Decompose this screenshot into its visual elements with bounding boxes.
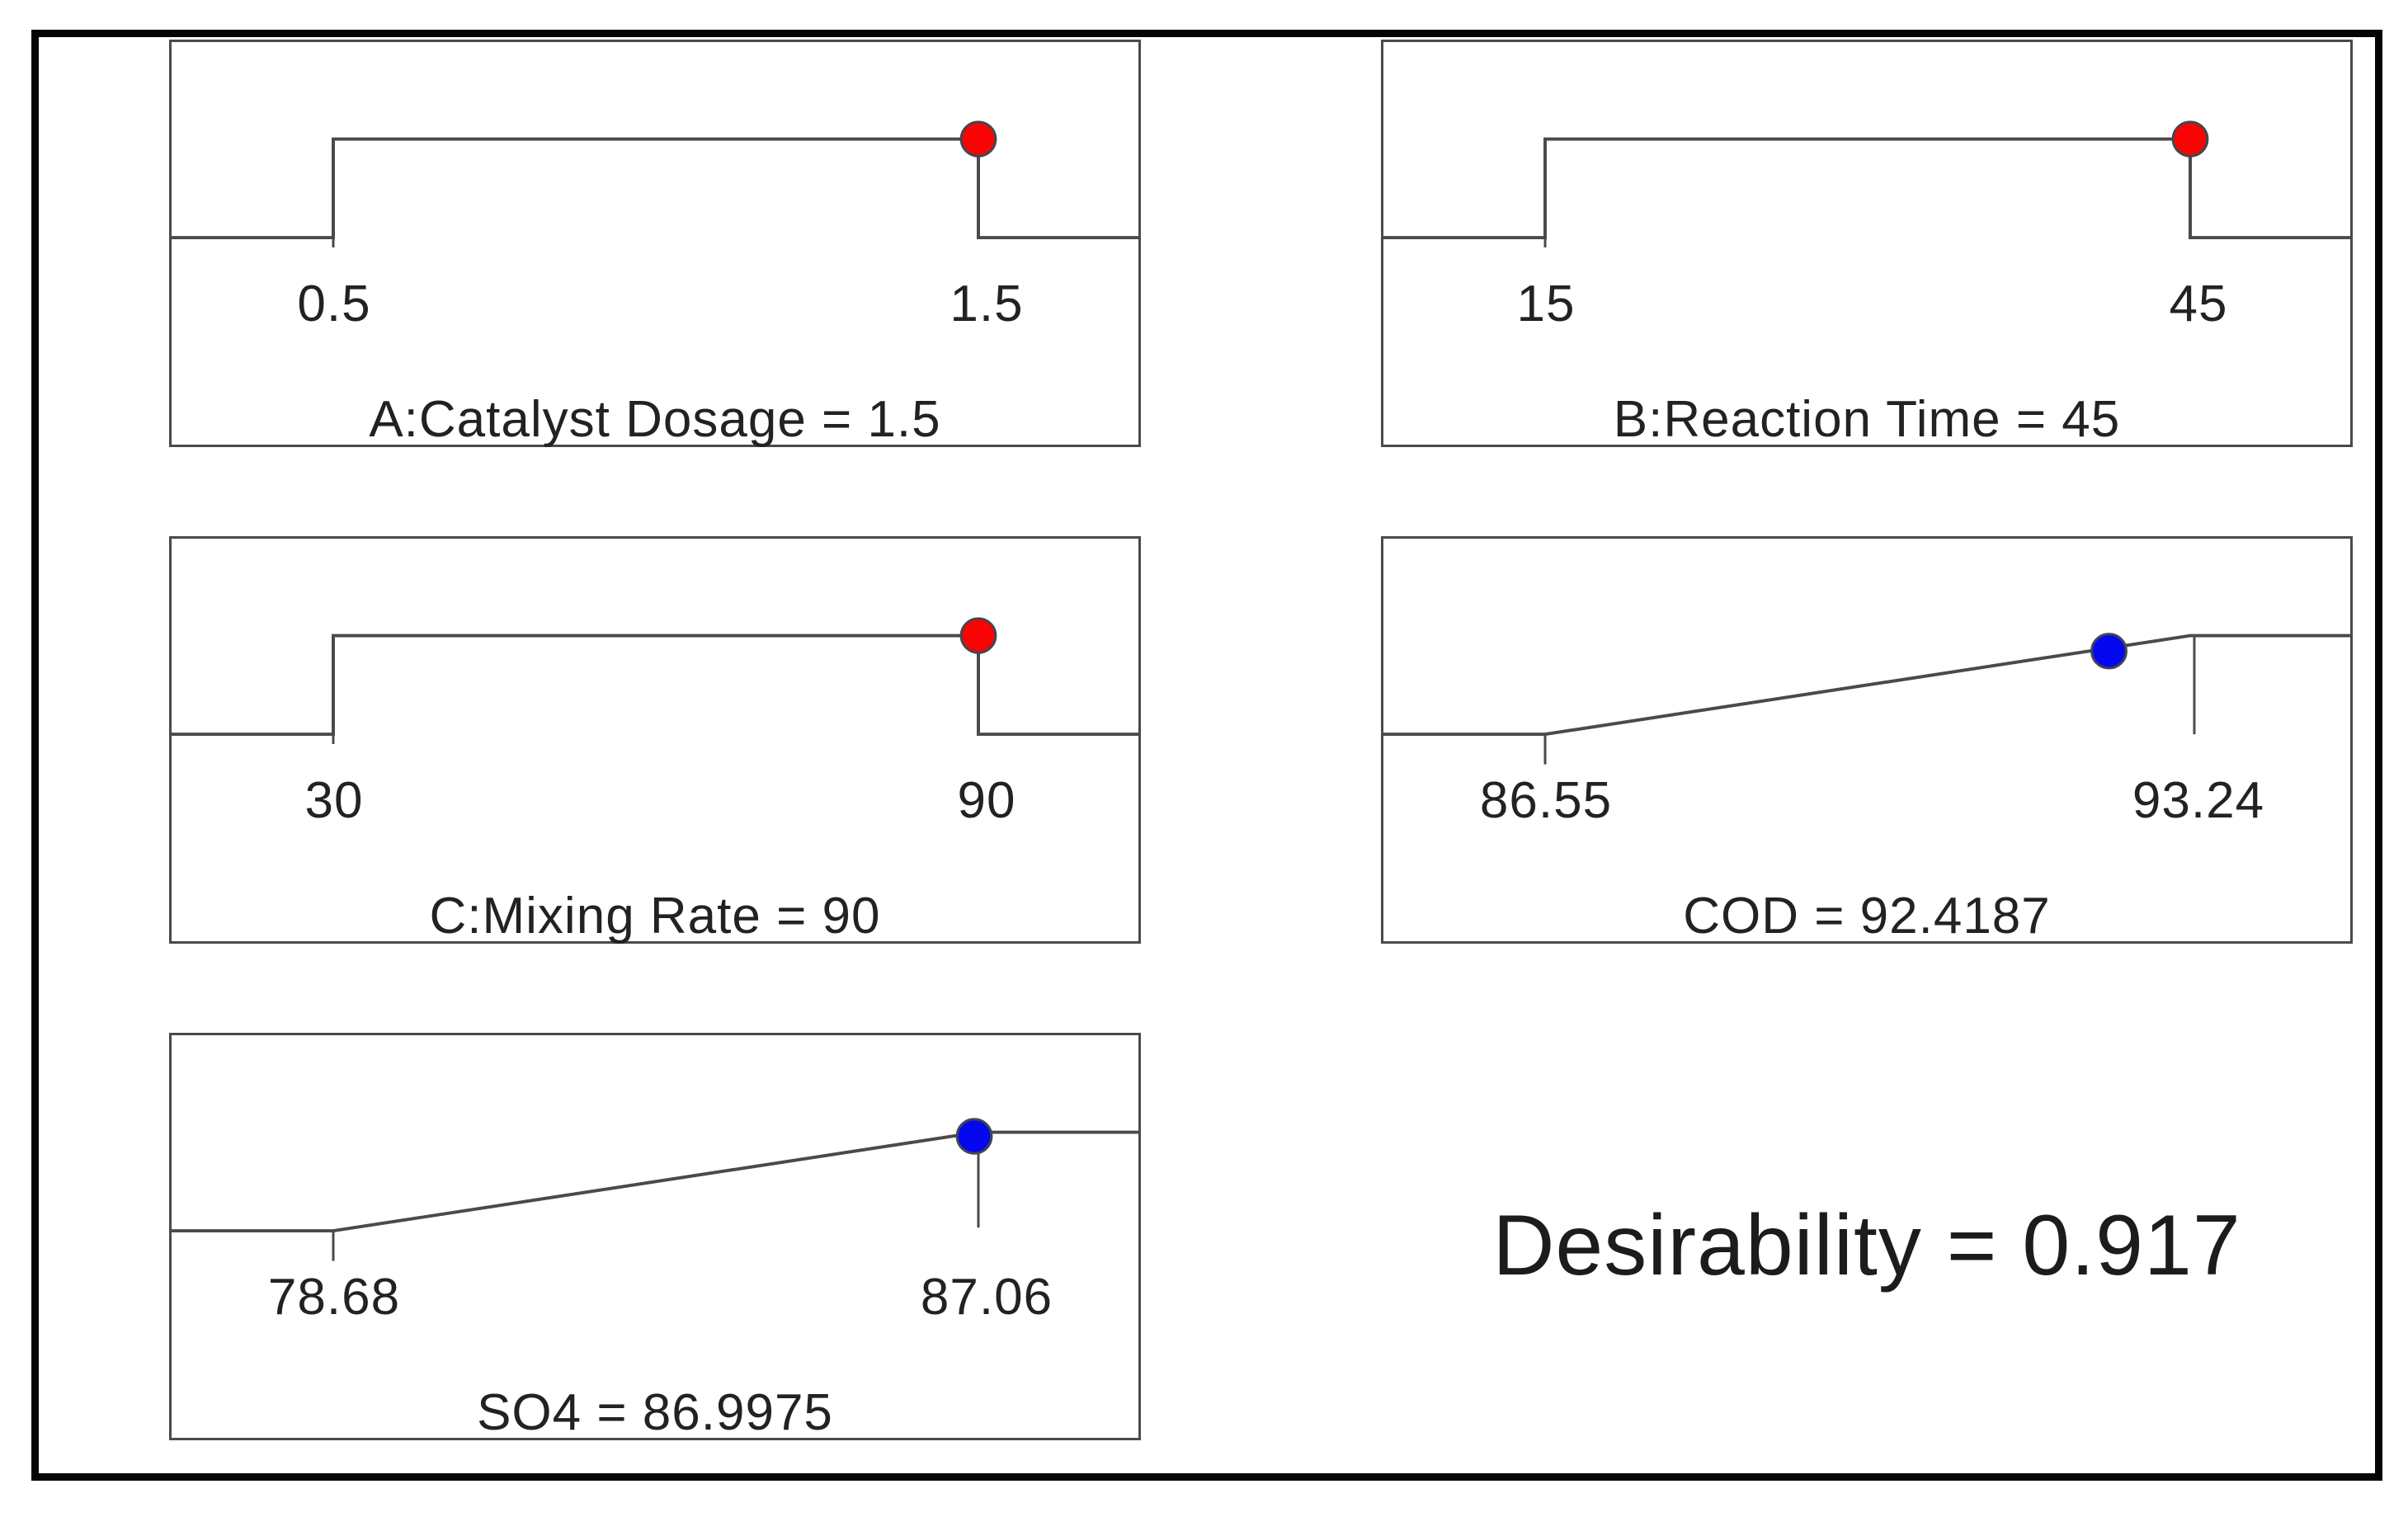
tick-label-low: 15	[1516, 276, 1576, 332]
factor-point-marker[interactable]	[959, 120, 997, 158]
ramp-step-shape	[172, 617, 1138, 744]
panel-title: COD = 92.4187	[1683, 888, 2051, 945]
response-point-marker[interactable]	[955, 1118, 993, 1155]
ramp-step-path	[172, 634, 1138, 737]
tick-label-low: 30	[304, 772, 364, 829]
tick-label-low: 78.68	[267, 1269, 401, 1326]
tick-label-high: 1.5	[950, 276, 1024, 332]
tick-label-high: 87.06	[920, 1269, 1053, 1326]
panel-title: A:Catalyst Dosage = 1.5	[369, 391, 941, 448]
ramp-slope-path	[1383, 634, 2350, 737]
desirability-text: Desirability = 0.917	[1492, 1198, 2241, 1293]
ramp-slope-shape	[172, 1118, 1138, 1261]
ramp-step-shape	[1383, 120, 2350, 247]
panel-title: B:Reaction Time = 45	[1613, 391, 2121, 448]
factor-point-marker[interactable]	[959, 617, 997, 654]
ramp-step-path	[1383, 137, 2350, 240]
response-point-marker[interactable]	[2090, 633, 2128, 670]
tick-label-low: 0.5	[297, 276, 371, 332]
ramp-step-shape	[172, 120, 1138, 247]
ramp-step-path	[172, 137, 1138, 240]
ramp-panel-mixing-rate: 30 90 C:Mixing Rate = 90	[169, 536, 1141, 945]
ramp-slope-path	[172, 1130, 1138, 1233]
ramp-panel-catalyst-dosage: 0.5 1.5 A:Catalyst Dosage = 1.5	[169, 40, 1141, 448]
ramp-panel-so4: 78.68 87.06 SO4 = 86.9975	[169, 1033, 1141, 1441]
tick-label-low: 86.55	[1479, 772, 1613, 829]
tick-label-high: 90	[957, 772, 1016, 829]
factor-point-marker[interactable]	[2171, 120, 2209, 158]
tick-label-high: 45	[2169, 276, 2228, 332]
panel-title: SO4 = 86.9975	[477, 1384, 833, 1441]
ramp-slope-shape	[1383, 633, 2350, 765]
tick-label-high: 93.24	[2132, 772, 2265, 829]
ramp-panel-cod: 86.55 93.24 COD = 92.4187	[1381, 536, 2353, 945]
ramp-panel-reaction-time: 15 45 B:Reaction Time = 45	[1381, 40, 2353, 448]
figure-border	[31, 30, 2382, 1481]
panel-title: C:Mixing Rate = 90	[429, 888, 881, 945]
